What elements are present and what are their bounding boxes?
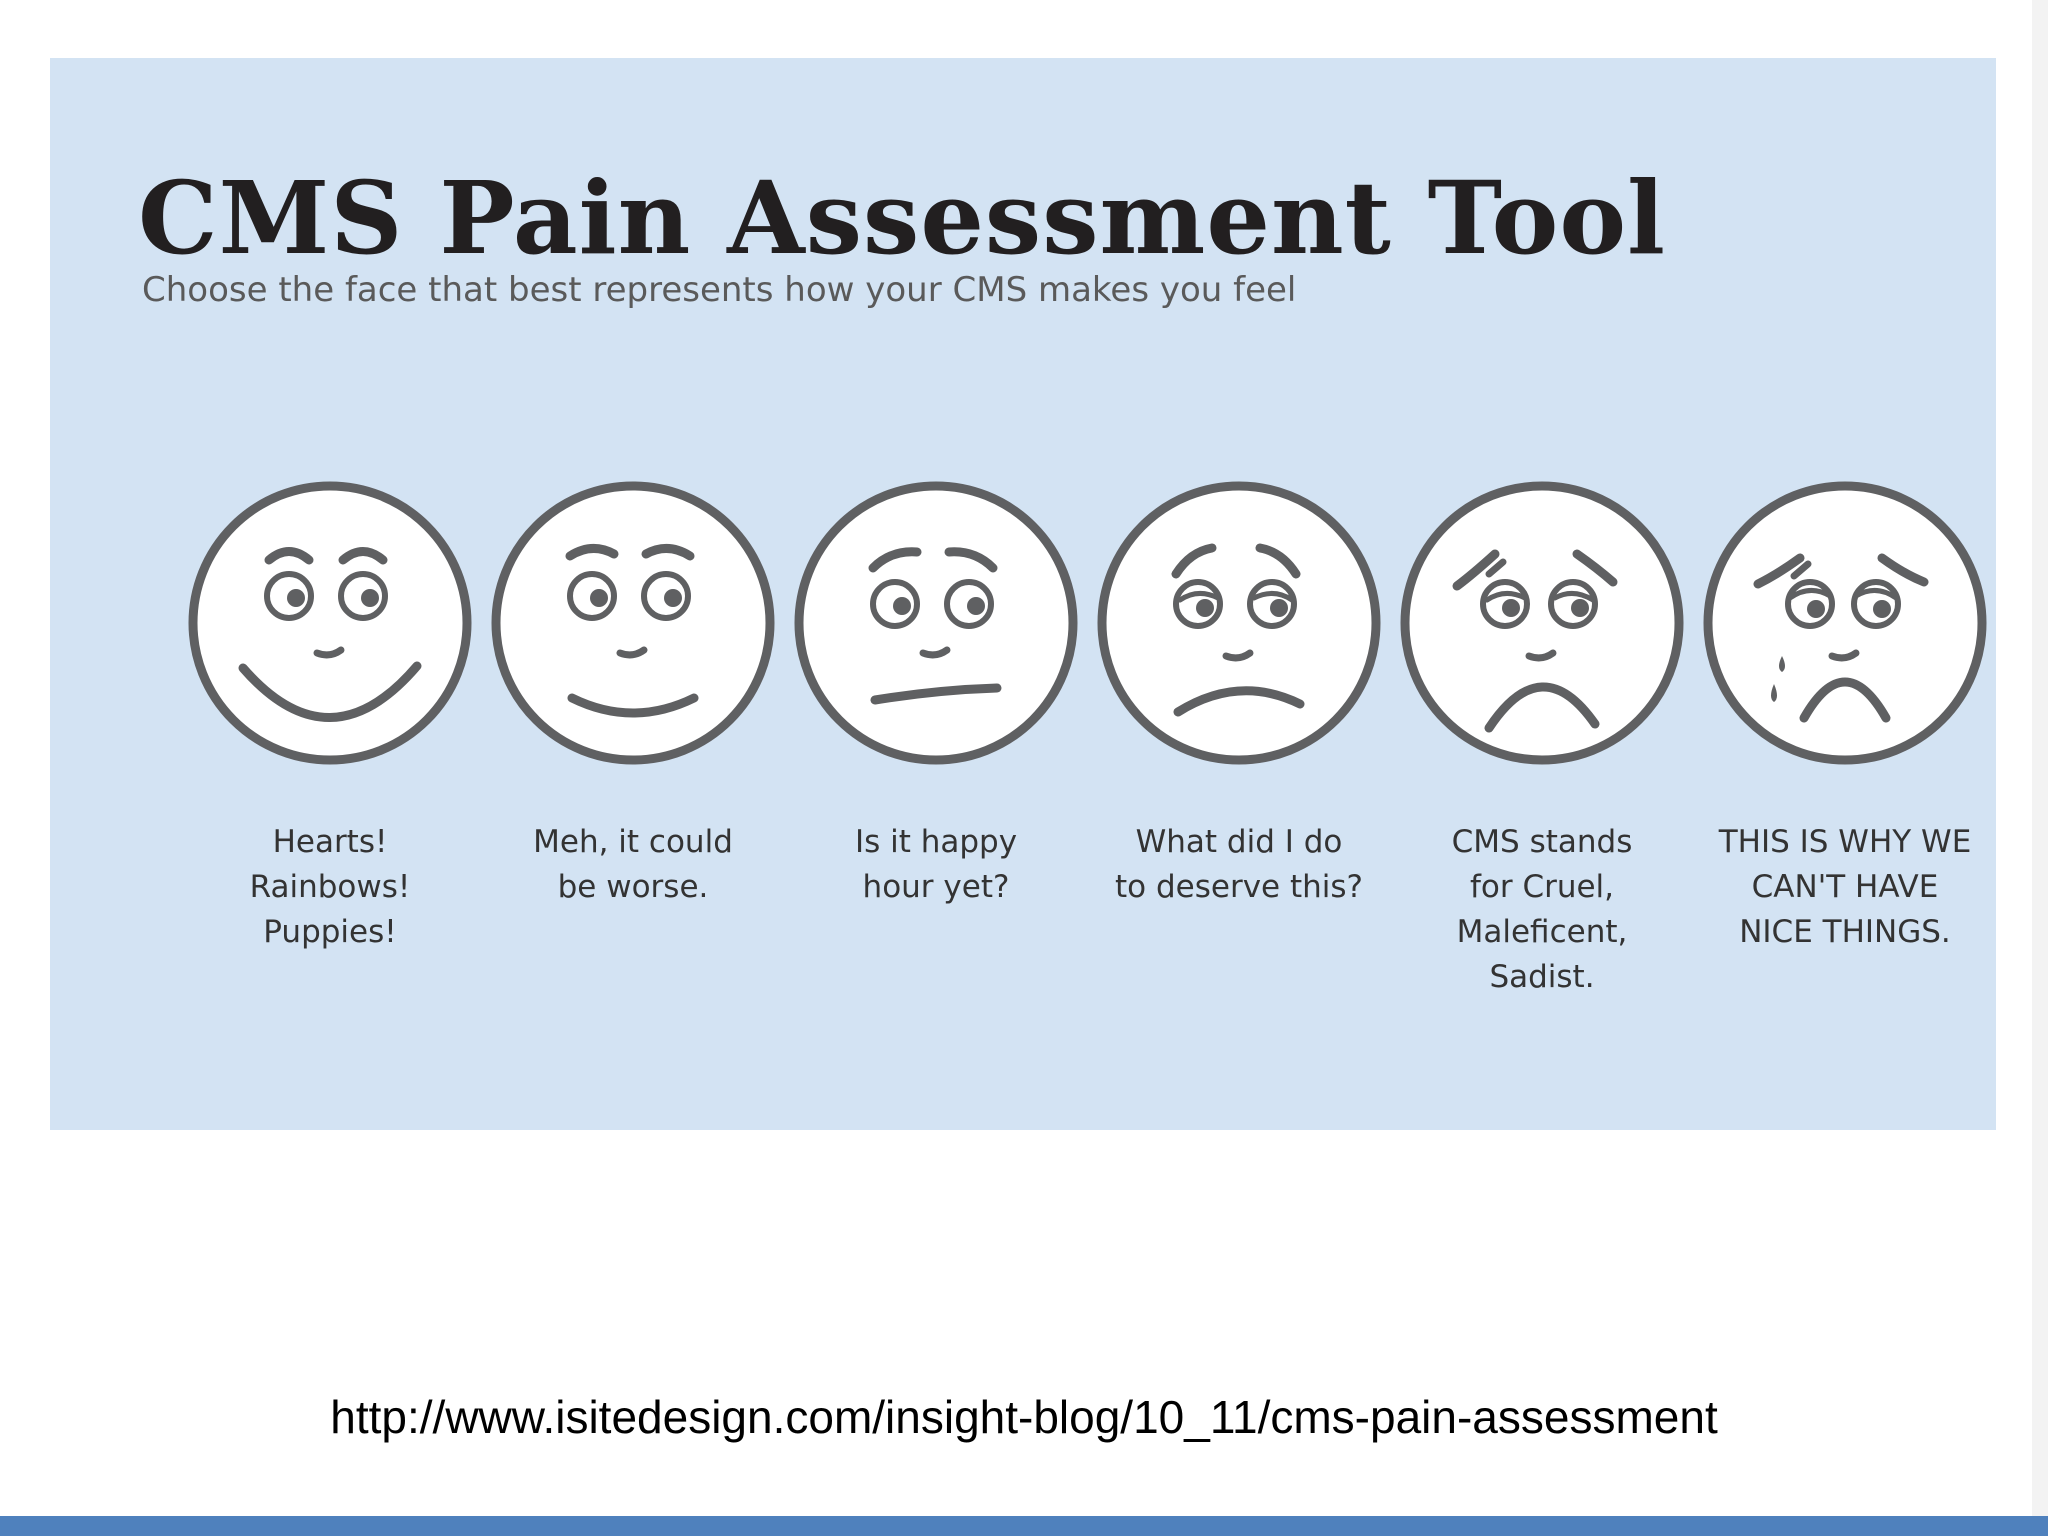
infographic-title: CMS Pain Assessment Tool: [138, 159, 1667, 277]
face-caption-5: CMS stands for Cruel, Maleficent, Sadist…: [1451, 824, 1633, 995]
face-scale: Hearts! Rainbows! Puppies!: [50, 478, 1996, 1078]
infographic-subtitle: Choose the face that best represents how…: [142, 270, 1297, 310]
source-url: http://www.isitedesign.com/insight-blog/…: [330, 1391, 1718, 1443]
face-option-4: What did I do to deserve this?: [1089, 478, 1389, 910]
face-caption-6: THIS IS WHY WE CAN'T HAVE NICE THINGS.: [1718, 824, 1972, 950]
tear-drops: [1771, 656, 1785, 702]
face-caption-2: Meh, it could be worse.: [533, 824, 733, 905]
neutral-face-icon: [794, 481, 1078, 765]
face-option-6: THIS IS WHY WE CAN'T HAVE NICE THINGS.: [1695, 478, 1995, 955]
face-option-2: Meh, it could be worse.: [483, 478, 783, 910]
crying-face-icon: [1703, 481, 1987, 765]
face-caption-4: What did I do to deserve this?: [1115, 824, 1363, 905]
face-option-5: CMS stands for Cruel, Maleficent, Sadist…: [1392, 478, 1692, 1000]
sad-face-icon: [1097, 481, 1381, 765]
face-caption-1: Hearts! Rainbows! Puppies!: [249, 824, 411, 950]
face-option-1: Hearts! Rainbows! Puppies!: [180, 478, 480, 955]
face-caption-3: Is it happy hour yet?: [854, 824, 1018, 905]
very-sad-face-icon: [1400, 481, 1684, 765]
right-edge-strip: [2032, 0, 2048, 1516]
footer-accent-bar: [0, 1516, 2048, 1536]
content-face-icon: [491, 481, 775, 765]
very-happy-face-icon: [188, 481, 472, 765]
infographic-panel: CMS Pain Assessment Tool Choose the face…: [50, 58, 1996, 1130]
face-option-3: Is it happy hour yet?: [786, 478, 1086, 910]
